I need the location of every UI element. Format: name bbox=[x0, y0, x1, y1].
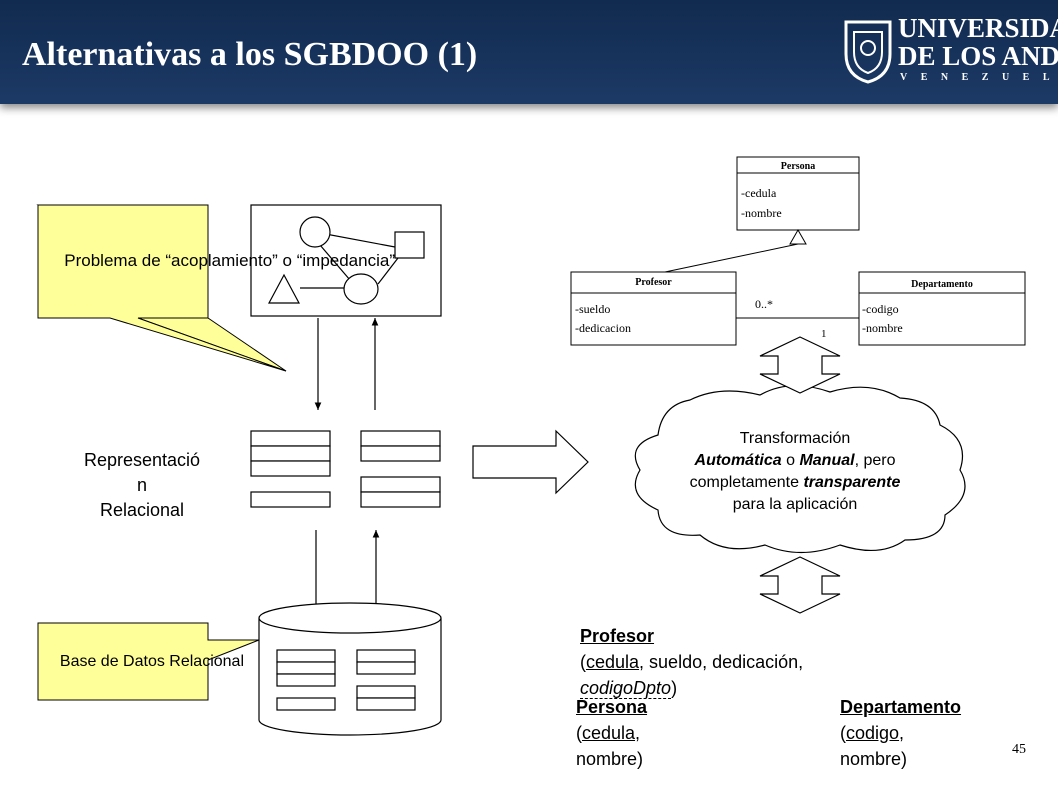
cloud-line3: completamente transparente bbox=[640, 472, 950, 494]
university-seal-icon bbox=[844, 20, 892, 84]
slide-title: Alternativas a los SGBDOO (1) bbox=[22, 36, 478, 73]
schema-profesor-fk: codigoDpto bbox=[580, 678, 672, 699]
schema-persona-open: ( bbox=[576, 723, 582, 743]
schema-profesor-open: ( bbox=[580, 652, 586, 672]
logo-text-de-los-andes: DE LOS ANDES bbox=[898, 41, 1058, 71]
cloud-o: o bbox=[781, 452, 800, 469]
schema-departamento-line2: nombre) bbox=[840, 749, 908, 769]
logo-text-venezuela: VENEZUELA bbox=[900, 72, 1058, 83]
object-graph-box bbox=[250, 204, 442, 317]
relational-label-line3: Relacional bbox=[99, 500, 185, 520]
schema-profesor-name: Profesor bbox=[580, 626, 655, 646]
uml-departamento-attr-codigo: -codigo bbox=[862, 302, 899, 316]
double-arrow-bottom bbox=[759, 556, 841, 614]
relational-tables bbox=[250, 430, 441, 508]
cloud-automatica: Automática bbox=[694, 452, 782, 469]
callout-impedance-shape bbox=[36, 204, 287, 372]
big-right-arrow bbox=[472, 429, 589, 495]
uml-profesor-name: Profesor bbox=[635, 277, 672, 288]
transformation-cloud bbox=[634, 385, 966, 554]
schema-profesor: Profesor (cedula, sueldo, dedicación, co… bbox=[580, 623, 803, 701]
schema-persona: Persona (cedula, nombre) bbox=[576, 694, 647, 772]
uml-multiplicity-many: 0..* bbox=[755, 297, 773, 311]
cloud-text: Transformación Automática o Manual, pero… bbox=[640, 428, 950, 516]
cloud-pero: , pero bbox=[854, 452, 896, 469]
callout-database-shape bbox=[37, 622, 260, 701]
page-number: 45 bbox=[1012, 742, 1026, 757]
schema-departamento-open: ( bbox=[840, 723, 846, 743]
schema-departamento: Departamento (codigo, nombre) bbox=[840, 694, 961, 772]
callout-database-text: Base de Datos Relacional bbox=[59, 653, 244, 670]
schema-profesor-rest: , sueldo, dedicación, bbox=[639, 652, 804, 672]
cloud-line1: Transformación bbox=[739, 430, 851, 447]
schema-persona-rest: , bbox=[635, 723, 641, 743]
uml-persona-name: Persona bbox=[780, 161, 816, 172]
schema-departamento-rest: , bbox=[899, 723, 905, 743]
uml-departamento-name: Departamento bbox=[911, 279, 973, 290]
schema-departamento-name: Departamento bbox=[840, 697, 962, 717]
schema-profesor-key: cedula bbox=[586, 652, 640, 672]
uml-persona-attr-nombre: -nombre bbox=[741, 206, 782, 220]
double-arrow-top bbox=[759, 336, 841, 394]
uml-profesor-attr-dedicacion: -dedicacion bbox=[575, 321, 631, 335]
uml-departamento-attr-nombre: -nombre bbox=[862, 321, 903, 335]
cloud-line4: para la aplicación bbox=[732, 496, 858, 513]
cloud-completamente: completamente bbox=[689, 474, 804, 491]
schema-persona-key: cedula bbox=[582, 723, 636, 743]
cloud-manual: Manual bbox=[799, 452, 855, 469]
relational-label-line1: Representació bbox=[83, 450, 201, 470]
uml-persona-attr-cedula: -cedula bbox=[741, 186, 777, 200]
cloud-line2: Automática o Manual, pero bbox=[640, 450, 950, 472]
schema-persona-line2: nombre) bbox=[576, 749, 644, 769]
logo-text-universidad: UNIVERSIDAD bbox=[898, 13, 1058, 43]
callout-impedance-text: Problema de “acoplamiento” o “impedancia… bbox=[64, 251, 395, 270]
database-cylinder bbox=[258, 602, 442, 736]
cloud-transparente: transparente bbox=[803, 474, 901, 491]
uml-multiplicity-one: 1 bbox=[821, 328, 827, 340]
schema-departamento-key: codigo bbox=[846, 723, 900, 743]
uml-profesor-attr-sueldo: -sueldo bbox=[575, 302, 611, 316]
relational-label-line2: n bbox=[136, 475, 147, 495]
uml-diagram bbox=[570, 156, 1026, 346]
schema-profesor-close: ) bbox=[671, 678, 678, 698]
relational-representation-label: Representació n Relacional bbox=[52, 448, 232, 523]
schema-persona-name: Persona bbox=[576, 697, 648, 717]
